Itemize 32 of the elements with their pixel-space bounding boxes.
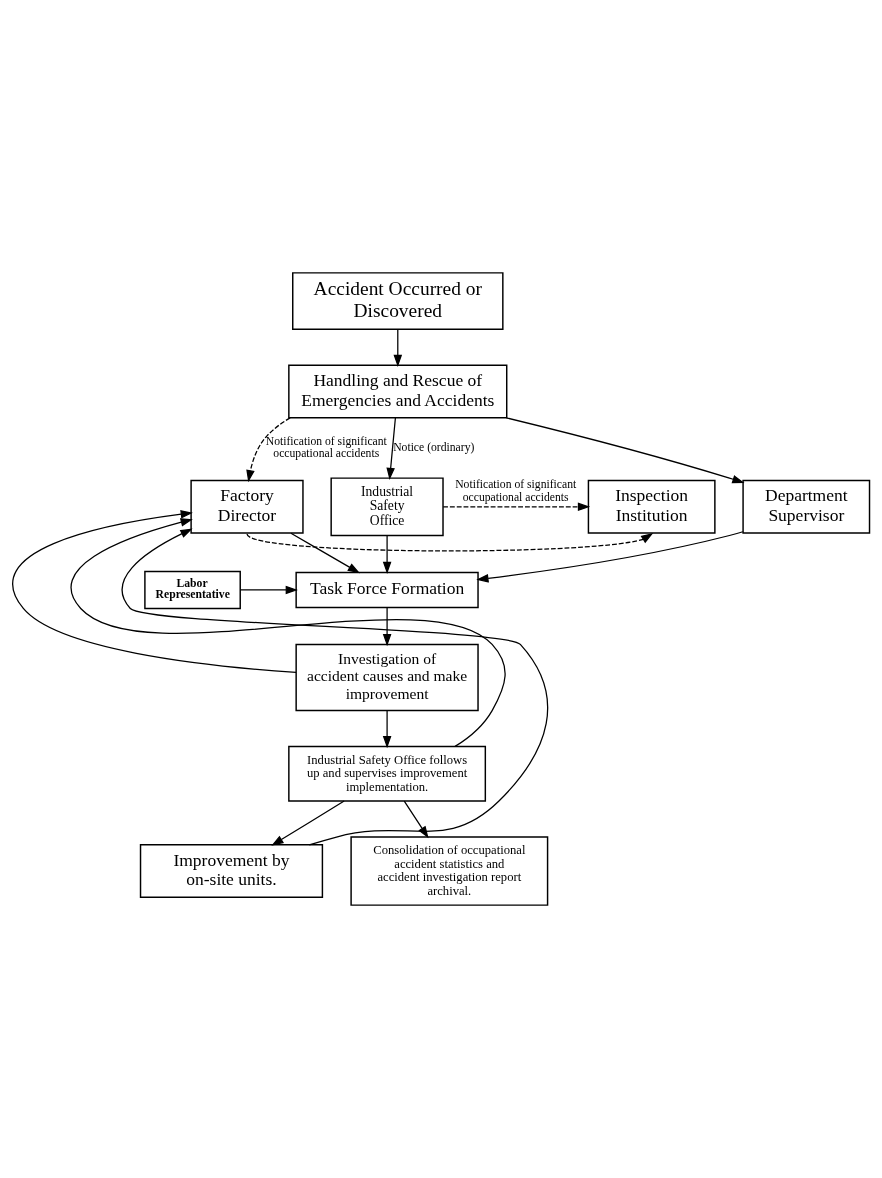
node-box: Inspection Institution — [587, 479, 716, 534]
arrow — [403, 800, 429, 839]
arrow — [70, 518, 506, 748]
arrow — [290, 532, 360, 574]
node-box: Department Supervisor — [742, 479, 871, 534]
node-box: Consolidation of occupational accident statistics and accident investigation report archival. — [350, 836, 549, 906]
node-box: Labor Representative — [144, 570, 241, 610]
arrow — [271, 800, 345, 846]
arrow — [442, 502, 591, 512]
arrow — [382, 710, 392, 749]
arrow — [505, 417, 745, 484]
arrow — [121, 528, 549, 846]
node-box: Factory Director — [190, 479, 304, 534]
arrow — [246, 417, 291, 483]
edge-label: Notification of significant occupational accidents — [265, 434, 387, 461]
arrow — [476, 531, 744, 583]
edge-label: Notification of significant occupational accidents — [455, 477, 577, 504]
arrow — [393, 328, 403, 368]
arrow — [386, 417, 397, 480]
node-box: Improvement by on-site units. — [139, 844, 324, 899]
node-box: Task Force Formation — [295, 571, 479, 609]
arrow — [12, 510, 297, 673]
node-box: Industrial Safety Office follows up and supervises improvement implementation. — [288, 745, 487, 802]
arrow — [246, 533, 654, 552]
arrow — [382, 535, 392, 575]
arrow — [382, 607, 392, 647]
node-box: Investigation of accident causes and make improvement — [295, 643, 479, 712]
arrow — [239, 585, 298, 595]
edge-label: Notice (ordinary) — [393, 440, 475, 454]
node-box: Accident Occurred or Discovered — [292, 272, 504, 331]
node-box: Industrial Safety Office — [330, 477, 444, 537]
node-box: Handling and Rescue of Emergencies and Accidents — [288, 364, 508, 419]
